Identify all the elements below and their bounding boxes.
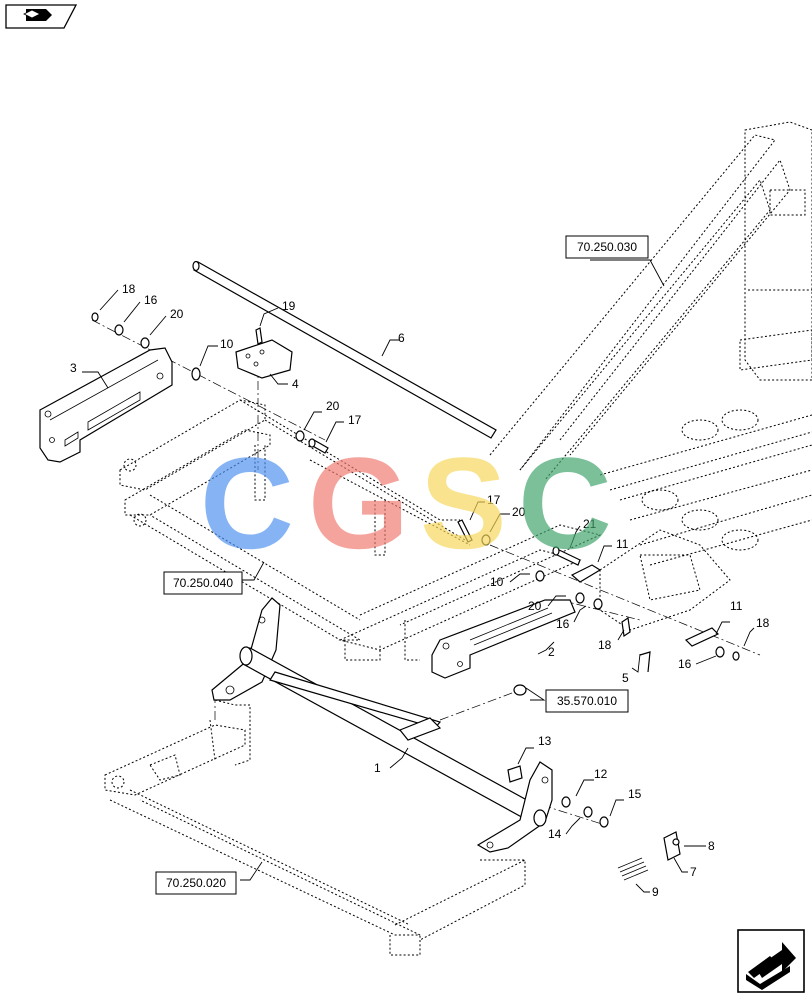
- callout-8: 8: [708, 839, 715, 853]
- watermark-logo: C G S C: [200, 430, 612, 576]
- bottom-frame-assembly: [104, 699, 526, 956]
- reference-box-70-250-030[interactable]: 70.250.030: [565, 235, 649, 259]
- svg-text:35.570.010: 35.570.010: [557, 694, 617, 708]
- part-6-long-rod[interactable]: [192, 260, 497, 439]
- part-3-mounting-bracket[interactable]: [39, 347, 173, 463]
- callout-11: 11: [730, 599, 743, 613]
- callout-11: 11: [616, 537, 629, 551]
- callout-17: 17: [487, 493, 501, 507]
- callout-3: 3: [70, 361, 77, 375]
- left-frame-assembly: [119, 399, 471, 661]
- part-9-connector-pins: [617, 857, 649, 881]
- watermark-letter-4: C: [518, 430, 612, 576]
- callout-19: 19: [282, 299, 296, 313]
- callout-20: 20: [528, 599, 542, 613]
- part-1-axle-assembly[interactable]: [211, 597, 553, 853]
- callout-16: 16: [144, 293, 158, 307]
- callout-7: 7: [690, 865, 697, 879]
- callout-5: 5: [622, 671, 629, 685]
- callout-10: 10: [490, 575, 504, 589]
- callout-20: 20: [326, 399, 340, 413]
- callout-16: 16: [556, 617, 570, 631]
- callout-20: 20: [170, 307, 184, 321]
- book-with-arrow-icon[interactable]: [5, 4, 78, 29]
- part-callout-labels: 18 16 20 3 10 19 4 6 20 17 17 20 21 11 1…: [70, 282, 770, 899]
- callout-20: 20: [512, 505, 526, 519]
- callout-14: 14: [548, 827, 562, 841]
- callout-4: 4: [292, 377, 299, 391]
- callout-2: 2: [548, 645, 555, 659]
- callout-18: 18: [598, 638, 612, 652]
- callout-9: 9: [652, 885, 659, 899]
- callout-16: 16: [678, 657, 692, 671]
- callout-12: 12: [594, 767, 608, 781]
- callout-6: 6: [398, 331, 405, 345]
- watermark-letter-1: C: [200, 430, 294, 576]
- watermark-letter-3: S: [420, 430, 507, 576]
- svg-text:70.250.030: 70.250.030: [577, 240, 637, 254]
- part-4-guide-plate[interactable]: [235, 339, 293, 379]
- part-2-lower-bracket[interactable]: [431, 599, 576, 679]
- callout-leader-lines: [82, 259, 755, 893]
- callout-17: 17: [348, 413, 362, 427]
- callout-18: 18: [122, 282, 136, 296]
- reference-box-35-570-010[interactable]: 35.570.010: [545, 689, 629, 713]
- callout-10: 10: [220, 337, 234, 351]
- fastener-hardware: [91, 312, 740, 881]
- callout-1: 1: [374, 761, 381, 775]
- watermark-letter-2: G: [308, 430, 409, 576]
- svg-text:70.250.020: 70.250.020: [166, 876, 226, 890]
- reference-box-70-250-040[interactable]: 70.250.040: [163, 571, 243, 595]
- next-page-arrow-icon[interactable]: [737, 929, 805, 993]
- svg-text:70.250.040: 70.250.040: [173, 576, 233, 590]
- callout-18: 18: [756, 616, 770, 630]
- reference-box-70-250-020[interactable]: 70.250.020: [155, 871, 237, 895]
- callout-15: 15: [628, 787, 642, 801]
- callout-13: 13: [538, 734, 552, 748]
- callout-21: 21: [583, 517, 597, 531]
